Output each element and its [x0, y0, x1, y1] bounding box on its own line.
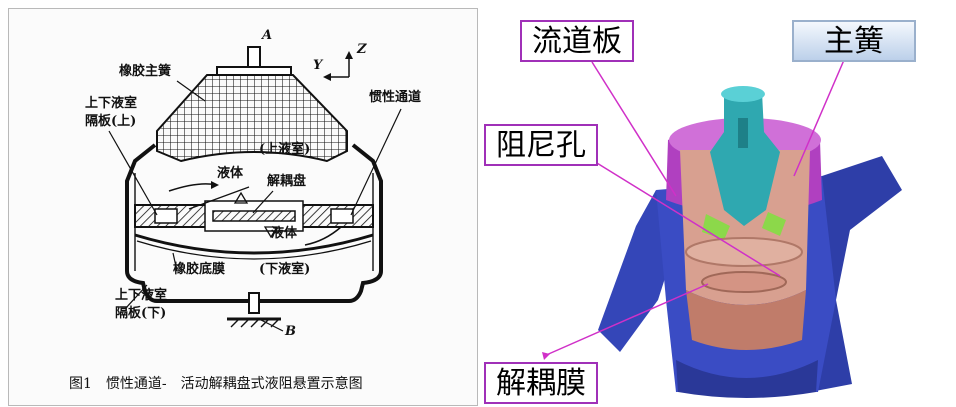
flow-triangle-up: [233, 191, 249, 204]
bottom-membrane: [134, 233, 374, 255]
flow-channel-plate-label: 流道板: [520, 20, 634, 62]
leader-flow-plate: [591, 61, 677, 197]
axis-z-label: Z: [357, 42, 367, 57]
partition-upper-label-2: 隔板(上): [85, 114, 137, 129]
point-b-label: B: [285, 324, 296, 339]
fluid-bottom-label: 液体: [271, 226, 298, 241]
partition-lower-label-2: 隔板(下): [115, 306, 167, 321]
teal-core-slot: [738, 118, 748, 148]
inner-chamber: [680, 150, 810, 305]
hydraulic-mount-schematic: A B Y Z 橡胶主簧 惯性通道 上下液室 隔板(上) (上液室) 液体 解耦…: [8, 8, 478, 406]
inertia-channel-left: [154, 208, 178, 224]
decoupling-membrane-label: 解耦膜: [484, 362, 598, 404]
figure-caption: 图1 惯性通道- 活动解耦盘式液阻悬置示意图: [69, 376, 363, 392]
inertia-channel-right: [330, 208, 354, 224]
flow-arrow-left: [168, 183, 218, 192]
leader-damping-hole: [591, 159, 781, 277]
rubber-bottom-membrane-label: 橡胶底膜: [173, 262, 226, 277]
leader-decoupling-membrane: [543, 283, 709, 357]
rubber-main-spring-shape: [156, 74, 348, 163]
ground-hatch: [230, 318, 280, 328]
housing-bottom: [676, 360, 818, 398]
axis-y-label: Y: [313, 58, 323, 73]
teal-core-top: [721, 86, 765, 102]
lower-chamber-label: (下液室): [259, 262, 311, 277]
decoupling-membrane-shape: [701, 271, 787, 293]
flow-arrow-right: [304, 226, 342, 246]
bottom-stud: [248, 292, 260, 314]
main-spring-label: 主簧: [792, 20, 916, 62]
housing-left-flange: [598, 190, 674, 352]
leader-main-spring: [793, 59, 845, 177]
damping-hole-label: 阻尼孔: [484, 124, 598, 166]
point-a-label: A: [262, 28, 273, 43]
green-insert: [702, 212, 786, 240]
bottom-membrane-inner: [136, 240, 372, 260]
decoupling-disk-label: 解耦盘: [267, 174, 307, 189]
flow-triangle-down: [263, 226, 279, 239]
partition-upper-label-1: 上下液室: [85, 96, 138, 111]
partition-disk: [685, 237, 803, 267]
top-stud: [247, 46, 261, 68]
fluid-top-label: 液体: [217, 166, 244, 181]
teal-core: [710, 92, 780, 226]
schematic-drawing: [108, 46, 402, 332]
inner-chamber-shade: [686, 290, 806, 350]
partition-lower-label-1: 上下液室: [115, 288, 168, 303]
decoupling-disk-shape: [212, 210, 296, 222]
inertia-channel-label: 惯性通道: [369, 90, 422, 105]
rubber-main-spring-label: 橡胶主簧: [119, 64, 172, 79]
mount-3d-cutaway: 流道板 主簧 阻尼孔 解耦膜: [480, 0, 956, 406]
upper-chamber-label: (上液室): [259, 142, 311, 157]
cutaway-model-drawing: [542, 59, 902, 398]
